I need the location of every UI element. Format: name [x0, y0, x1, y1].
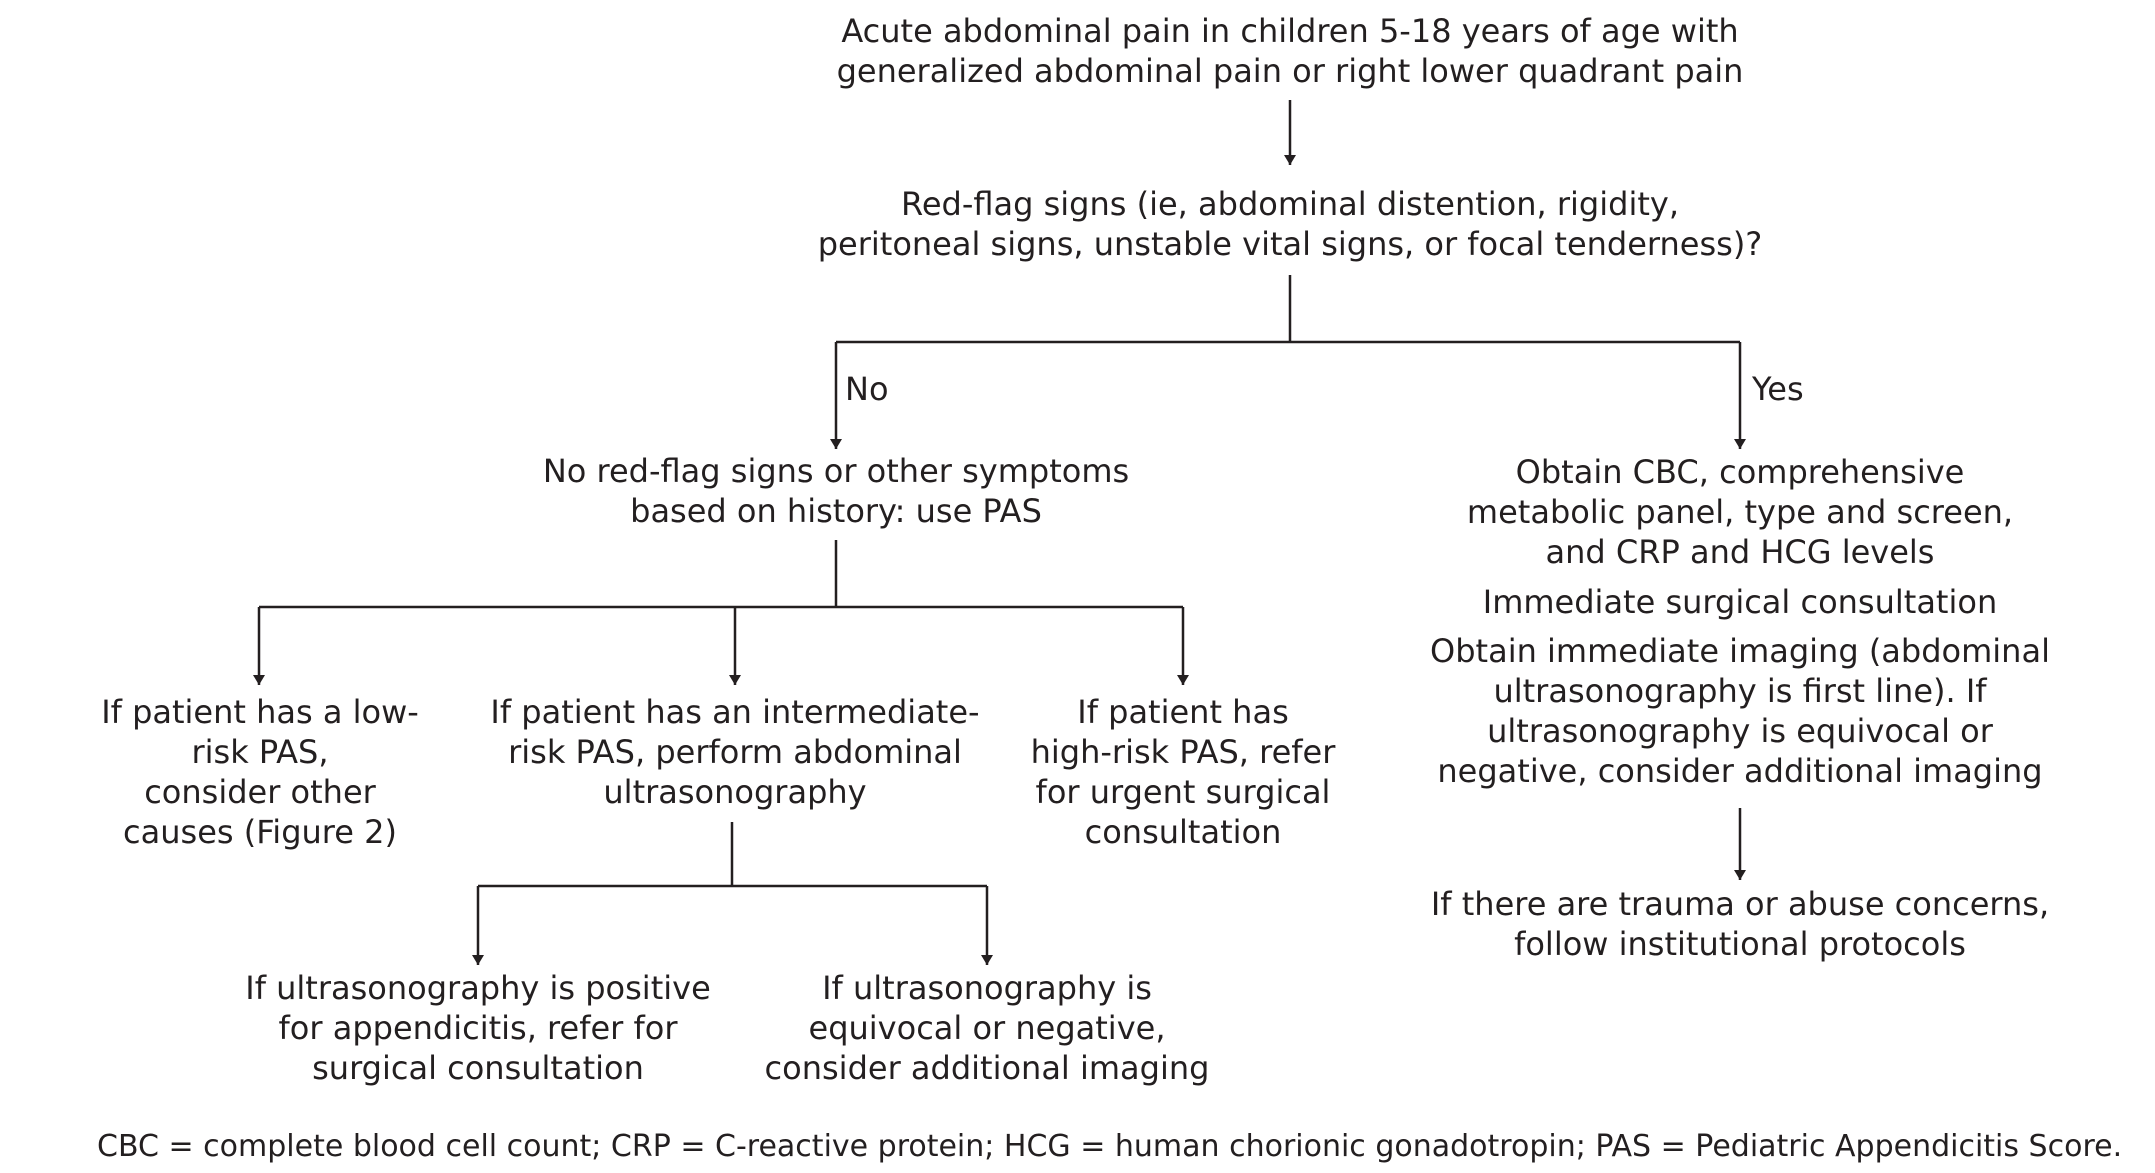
yes-imaging-line: negative, consider additional imaging — [1437, 752, 2043, 790]
start-node-line: generalized abdominal pain or right lowe… — [836, 52, 1744, 90]
yes-labs-line: metabolic panel, type and screen, — [1466, 493, 2014, 531]
yes-labs-line: Obtain CBC, comprehensive — [1515, 453, 1965, 491]
intermediate-risk-line: ultrasonography — [603, 773, 867, 811]
yes-imaging-line: Obtain immediate imaging (abdominal — [1430, 632, 2050, 670]
us-equivocal-node: If ultrasonography is equivocal or negat… — [737, 968, 1237, 1088]
intermediate-risk-node: If patient has an intermediate- risk PAS… — [470, 692, 1000, 812]
us-positive-line: If ultrasonography is positive — [245, 969, 711, 1007]
branch-no-label: No — [845, 370, 889, 408]
trauma-line: follow institutional protocols — [1514, 925, 1966, 963]
low-risk-node: If patient has a low- risk PAS, consider… — [80, 692, 440, 852]
high-risk-line: high-risk PAS, refer — [1030, 733, 1336, 771]
start-node-line: Acute abdominal pain in children 5-18 ye… — [841, 12, 1739, 50]
start-node: Acute abdominal pain in children 5-18 ye… — [790, 11, 1790, 91]
yes-imaging-line: ultrasonography is equivocal or — [1487, 712, 1993, 750]
low-risk-line: risk PAS, — [191, 733, 329, 771]
redflag-question-line: peritoneal signs, unstable vital signs, … — [817, 225, 1763, 263]
us-equivocal-line: consider additional imaging — [764, 1049, 1210, 1087]
redflag-question-node: Red-flag signs (ie, abdominal distention… — [790, 184, 1790, 264]
redflag-question-line: Red-flag signs (ie, abdominal distention… — [901, 185, 1679, 223]
no-redflag-node: No red-flag signs or other symptoms base… — [536, 451, 1136, 531]
yes-consult-node: Immediate surgical consultation — [1420, 582, 2060, 622]
no-redflag-line: No red-flag signs or other symptoms — [542, 452, 1130, 490]
footnote: CBC = complete blood cell count; CRP = C… — [97, 1129, 2123, 1164]
yes-consult-line: Immediate surgical consultation — [1482, 583, 1998, 621]
high-risk-line: If patient has — [1077, 693, 1289, 731]
us-positive-line: surgical consultation — [312, 1049, 644, 1087]
no-redflag-line: based on history: use PAS — [630, 492, 1042, 530]
us-positive-line: for appendicitis, refer for — [278, 1009, 678, 1047]
trauma-line: If there are trauma or abuse concerns, — [1430, 885, 2050, 923]
yes-imaging-line: ultrasonography is first line). If — [1493, 672, 1987, 710]
us-equivocal-line: If ultrasonography is — [822, 969, 1152, 1007]
low-risk-line: If patient has a low- — [101, 693, 419, 731]
intermediate-risk-line: risk PAS, perform abdominal — [508, 733, 962, 771]
intermediate-risk-line: If patient has an intermediate- — [490, 693, 980, 731]
yes-labs-node: Obtain CBC, comprehensive metabolic pane… — [1420, 452, 2060, 572]
high-risk-node: If patient has high-risk PAS, refer for … — [1013, 692, 1353, 852]
us-equivocal-line: equivocal or negative, — [808, 1009, 1166, 1047]
low-risk-line: causes (Figure 2) — [123, 813, 397, 851]
yes-labs-line: and CRP and HCG levels — [1545, 533, 1935, 571]
low-risk-line: consider other — [144, 773, 376, 811]
yes-imaging-node: Obtain immediate imaging (abdominal ultr… — [1400, 631, 2080, 791]
high-risk-line: for urgent surgical — [1035, 773, 1331, 811]
high-risk-line: consultation — [1084, 813, 1282, 851]
us-positive-node: If ultrasonography is positive for appen… — [228, 968, 728, 1088]
trauma-node: If there are trauma or abuse concerns, f… — [1400, 884, 2080, 964]
branch-yes-label: Yes — [1752, 370, 1804, 408]
